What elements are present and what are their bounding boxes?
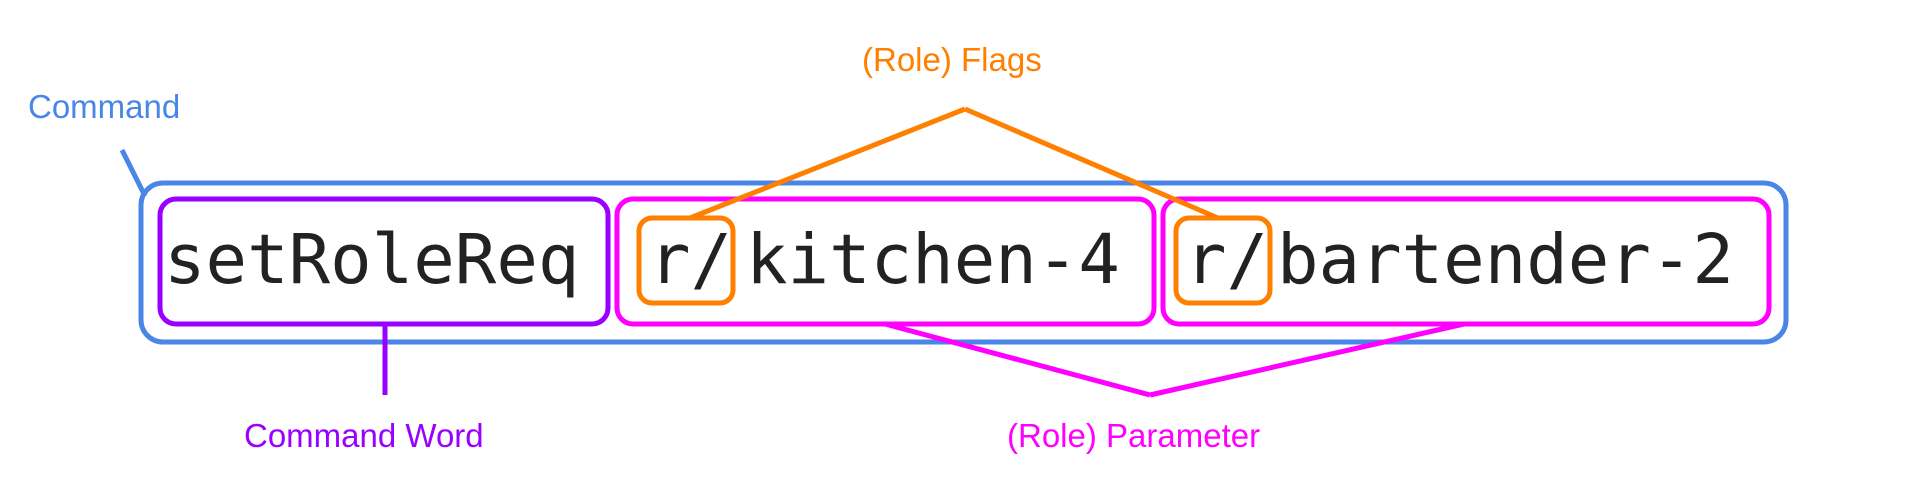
flag-text-2: r/: [1185, 220, 1269, 300]
parameter-label: (Role) Parameter: [1007, 417, 1261, 454]
flag-text-1: r/: [649, 220, 733, 300]
parameter-pointer-line-2: [1149, 321, 1465, 398]
command-word-label: Command Word: [244, 417, 484, 454]
flag-box-2: [1173, 215, 1273, 306]
command-label: Command: [28, 88, 181, 125]
parameter-pointer-line-1: [884, 321, 1151, 398]
flag-pointer-line-1: [689, 106, 966, 221]
command-word-text: setRoleReq: [164, 220, 580, 300]
command-pointer-line: [119, 148, 148, 198]
parameter-value-text-2: bartender-2: [1277, 220, 1734, 300]
flag-box-1: [636, 215, 736, 306]
flags-label: (Role) Flags: [862, 41, 1042, 78]
parameter-value-text-1: kitchen-4: [746, 220, 1120, 300]
command-box: [138, 180, 1789, 345]
parameter-box-2: [1160, 196, 1772, 327]
flag-pointer-line-2: [964, 106, 1219, 221]
